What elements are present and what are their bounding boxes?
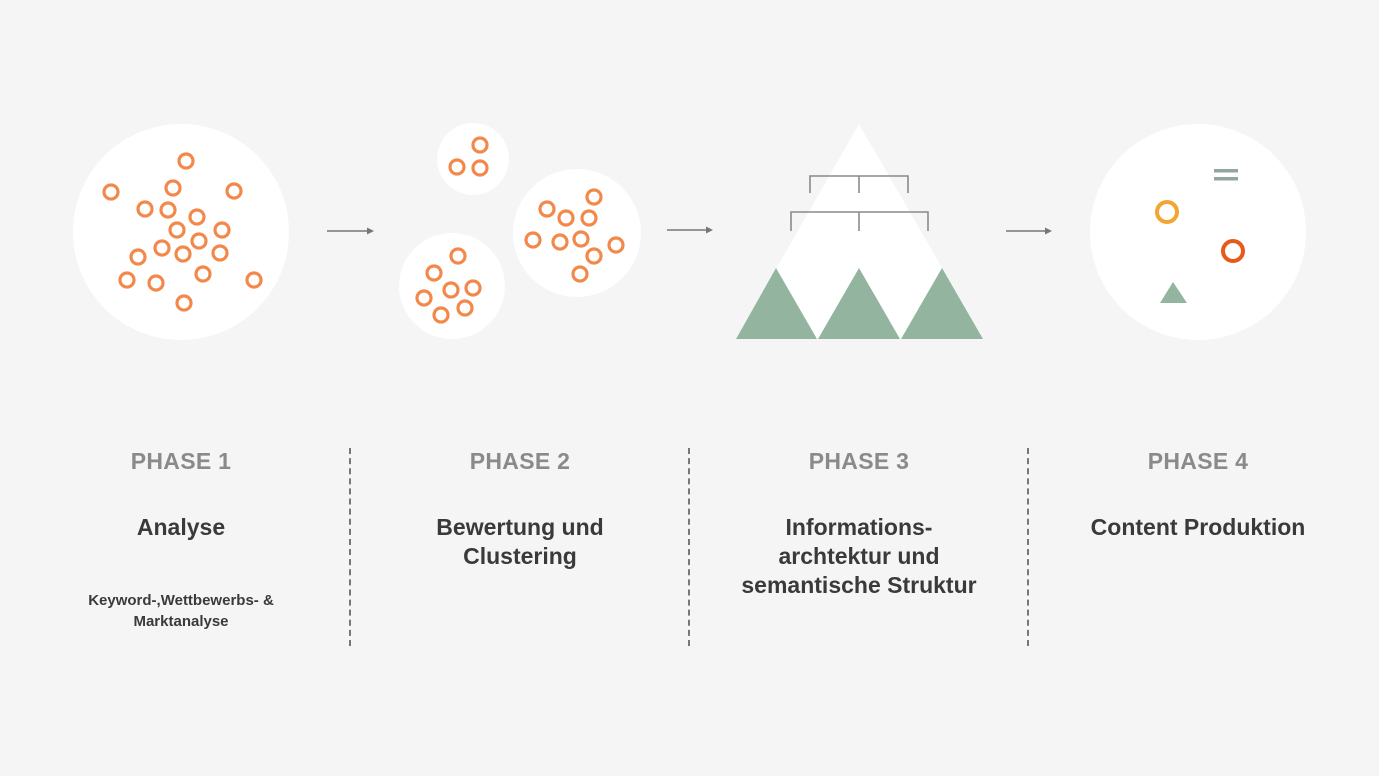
keyword-clusters-icon (399, 123, 641, 339)
arrow-right-icon (327, 227, 374, 235)
phase-title: Informations- archtektur und semantische… (741, 514, 977, 598)
dashed-divider (688, 448, 690, 646)
phase-diagram (73, 123, 1306, 340)
dashed-divider (349, 448, 351, 646)
phase-label: PHASE 4 (1147, 448, 1249, 474)
phase-column-2: PHASE 2 Bewertung und Clustering (370, 440, 670, 571)
arrow-right-icon (1006, 227, 1052, 235)
scattered-keywords-icon (73, 124, 289, 340)
phase-column-1: PHASE 1 Analyse Keyword-,Wettbewerbs- & … (31, 440, 331, 632)
phase-column-4: PHASE 4 Content Produktion (1048, 440, 1348, 542)
arrow-right-icon (667, 226, 713, 234)
phase-subtitle: Keyword-,Wettbewerbs- & Marktanalyse (88, 592, 274, 630)
phase-title: Bewertung und Clustering (436, 514, 604, 569)
content-elements-icon (1090, 124, 1306, 340)
phase-label: PHASE 3 (808, 448, 910, 474)
phase-label: PHASE 1 (130, 448, 232, 474)
information-architecture-icon (736, 124, 983, 339)
phase-title: Analyse (136, 514, 226, 540)
phase-column-3: PHASE 3 Informations- archtektur und sem… (709, 440, 1009, 600)
phase-label: PHASE 2 (469, 448, 571, 474)
phase-title: Content Produktion (1090, 514, 1306, 540)
dashed-divider (1027, 448, 1029, 646)
